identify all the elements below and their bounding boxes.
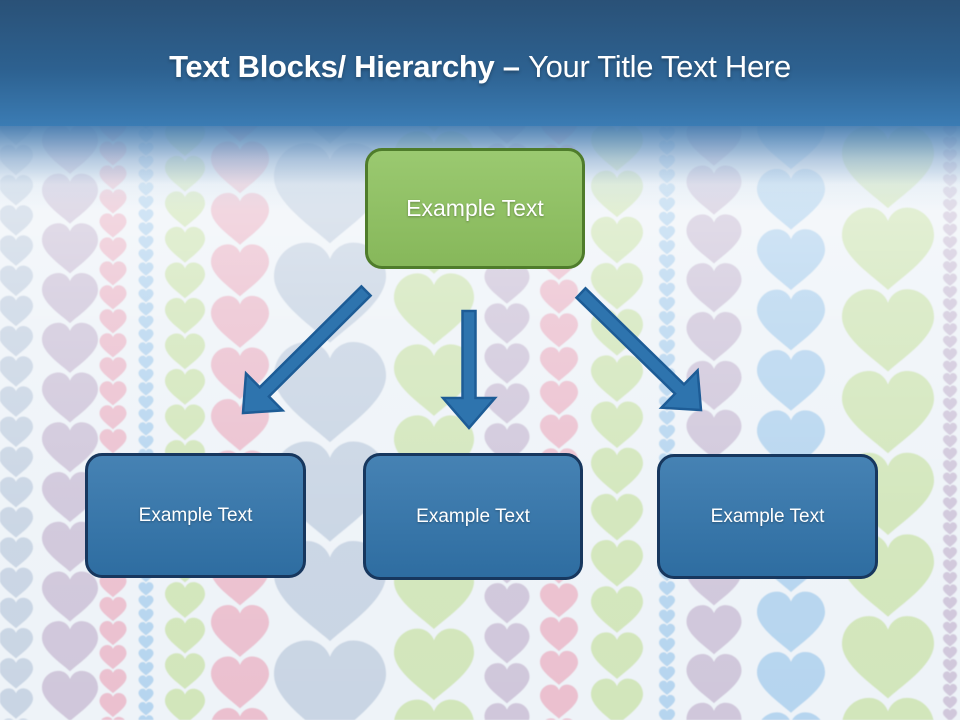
root-node[interactable]: Example Text	[365, 148, 585, 269]
title-bold-segment: Text Blocks/ Hierarchy	[169, 49, 495, 84]
root-node-label: Example Text	[406, 195, 544, 221]
child-node-left[interactable]: Example Text	[85, 453, 306, 578]
header-band: Text Blocks/ Hierarchy – Your Title Text…	[0, 0, 960, 126]
child-node-label: Example Text	[416, 505, 530, 527]
arrow-to-middle-child[interactable]	[440, 309, 498, 430]
child-node-middle[interactable]: Example Text	[363, 453, 583, 580]
title-dash	[494, 49, 502, 84]
title-regular-segment: Your Title Text Here	[528, 49, 791, 84]
child-node-right[interactable]: Example Text	[657, 454, 878, 579]
arrow-to-left-child[interactable]	[241, 284, 373, 415]
child-node-label: Example Text	[138, 504, 253, 526]
slide-title: Text Blocks/ Hierarchy – Your Title Text…	[169, 49, 791, 85]
child-node-label: Example Text	[710, 505, 825, 527]
title-spacer	[520, 49, 528, 84]
arrow-to-right-child[interactable]	[574, 286, 703, 412]
title-dash-glyph: –	[502, 49, 520, 84]
